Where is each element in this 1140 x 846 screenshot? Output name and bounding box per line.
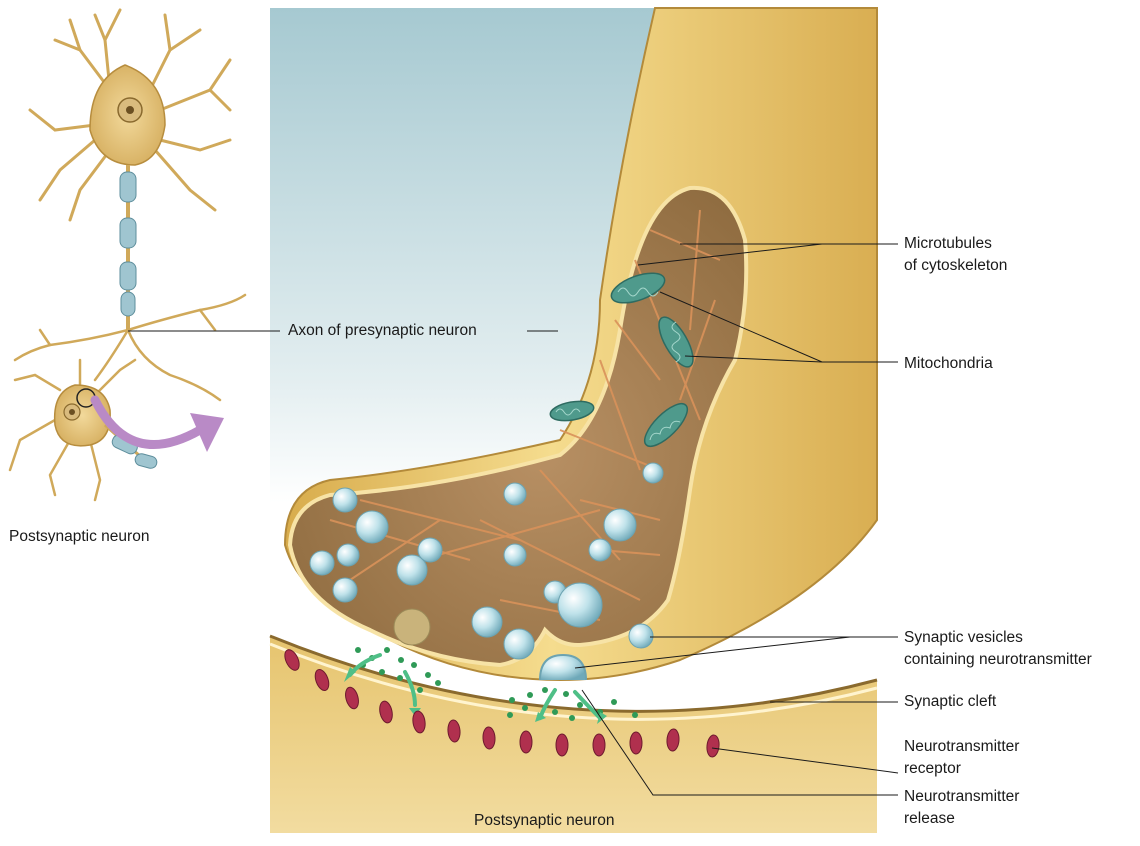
label-postsynaptic-left: Postsynaptic neuron [9,527,149,547]
label-release-line1: Neurotransmitter [904,787,1019,807]
label-receptor-line2: receptor [904,759,961,779]
magnify-arrow [95,400,200,445]
label-axon: Axon of presynaptic neuron [288,321,477,341]
label-mitochondria: Mitochondria [904,354,993,374]
label-microtubules-line1: Microtubules [904,234,992,254]
label-vesicles-line1: Synaptic vesicles [904,628,1023,648]
label-microtubules-line2: of cytoskeleton [904,256,1007,276]
presynaptic-neuron-illustration [15,10,245,400]
label-synaptic-cleft: Synaptic cleft [904,692,996,712]
label-receptor-line1: Neurotransmitter [904,737,1019,757]
postsynaptic-neuron-illustration [10,360,224,500]
label-vesicles-line2: containing neurotransmitter [904,650,1092,670]
label-release-line2: release [904,809,955,829]
label-postsynaptic-bottom: Postsynaptic neuron [474,811,614,831]
